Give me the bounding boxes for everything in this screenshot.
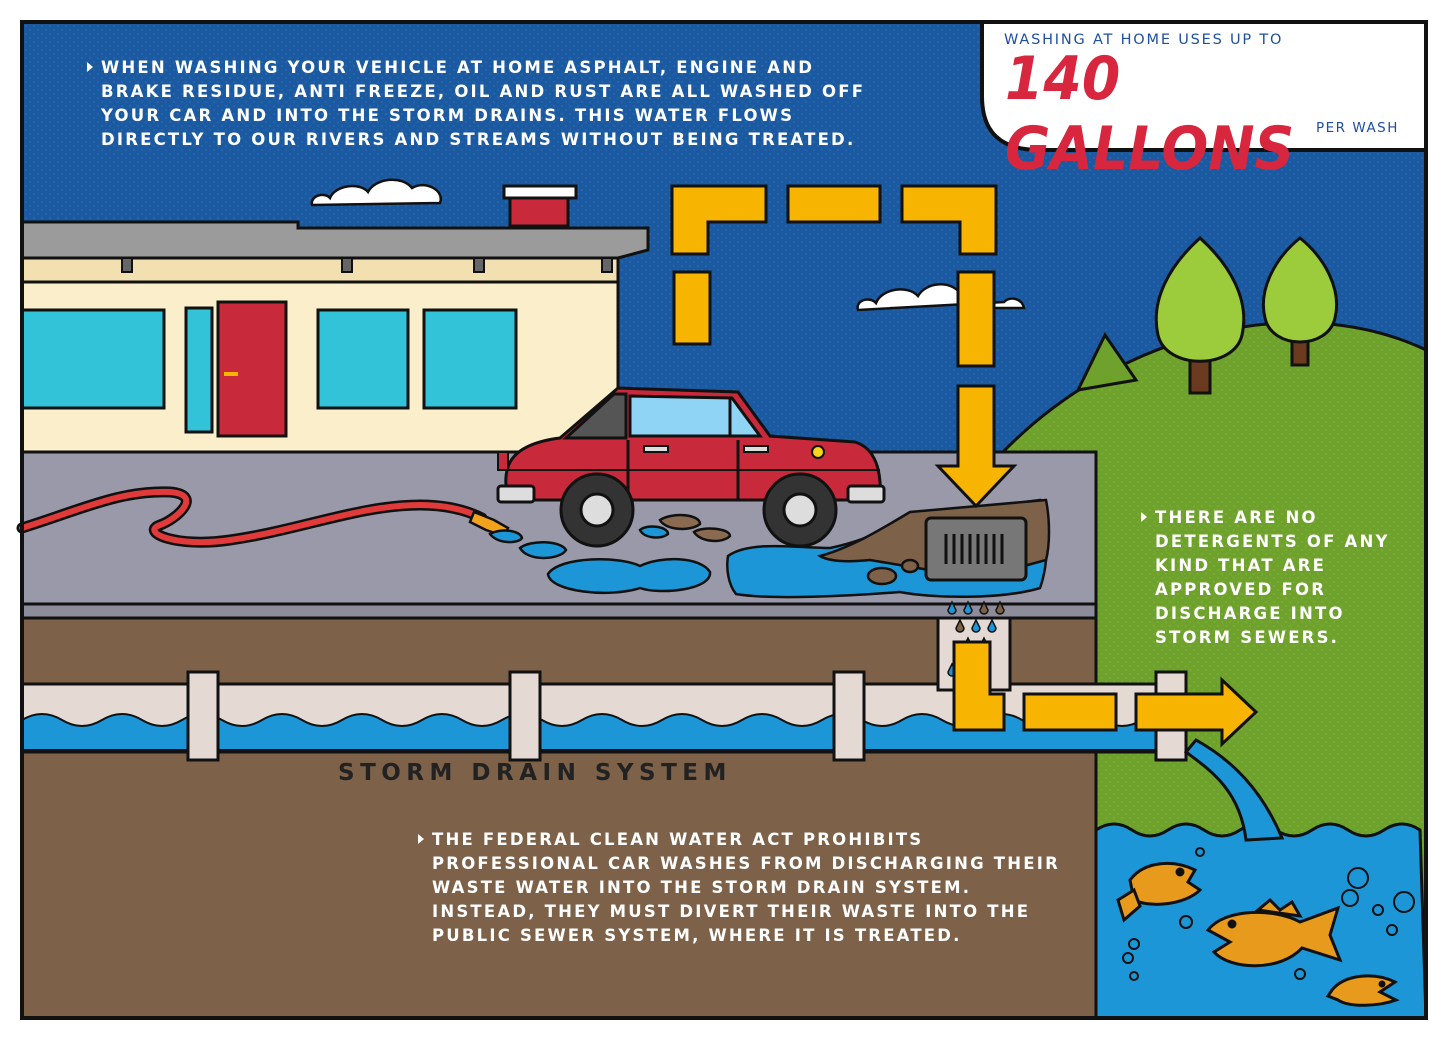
window-left [20,308,166,410]
window-middle [316,308,410,410]
cloud-right [856,283,1026,312]
flow-arrows [670,184,1259,748]
outflow [1183,738,1285,842]
bubbles [1122,847,1415,981]
grate-bars [944,534,1004,564]
window-narrow [184,306,214,434]
fish-3 [1325,974,1400,1007]
stat-big-number: 140 GALLONS [1005,44,1295,184]
house-trim [20,256,620,284]
chimney [502,184,578,228]
tree-right [1262,236,1338,367]
ground [20,616,1098,1020]
window-right [422,308,518,410]
front-door [216,300,288,438]
cloud-left [310,178,442,207]
fish-2 [1205,897,1343,968]
stat-panel [980,20,1428,152]
clean-water-act-text: THE FEDERAL CLEAN WATER ACT PROHIBITS PR… [418,828,1092,948]
curb [20,602,1098,620]
stat-bottom-line: PER WASH [1316,120,1399,136]
fish-1 [1116,861,1203,923]
tree-left [1154,235,1246,395]
detergent-text: THERE ARE NO DETERGENTS OF ANY KIND THAT… [1141,506,1415,650]
intro-text: WHEN WASHING YOUR VEHICLE AT HOME ASPHAL… [87,56,901,152]
storm-drain-grate [924,516,1028,582]
small-tree [1075,332,1139,392]
storm-drain-label: STORM DRAIN SYSTEM [338,760,732,786]
frame [20,20,1428,1020]
stat-top-line: WASHING AT HOME USES UP TO [1004,32,1284,48]
red-car [496,386,886,548]
